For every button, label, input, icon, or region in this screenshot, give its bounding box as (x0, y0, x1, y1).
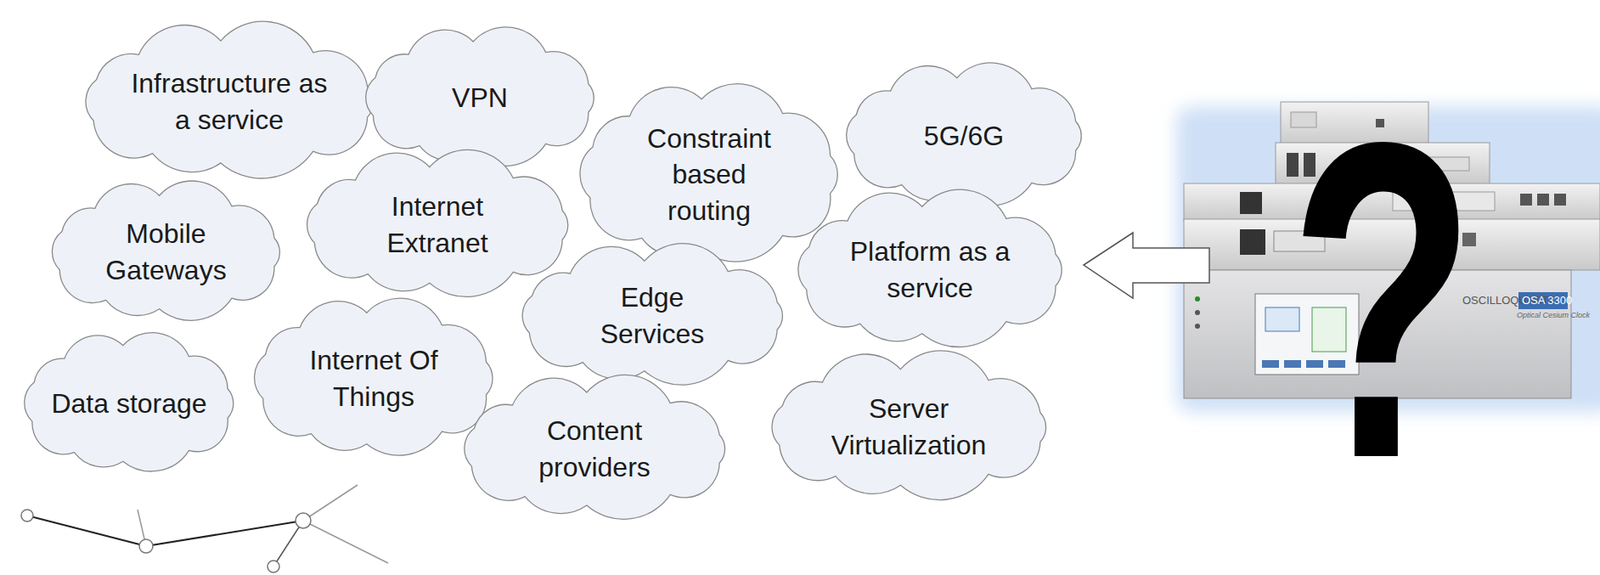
cloud-text-group: Internet Of Things (288, 342, 459, 415)
cloud-label: Infrastructure as a service (127, 65, 332, 138)
cloud-node: Edge Services (490, 239, 814, 393)
cloud-label: VPN (451, 79, 508, 117)
cloud-label: Data storage (50, 385, 207, 423)
cloud-label: Constraint based routing (636, 120, 782, 230)
cloud-outline (771, 350, 1047, 501)
cloud-outline (254, 298, 493, 456)
model-subtitle: Optical Cesium Clock (1516, 310, 1590, 320)
cloud-outline (464, 374, 726, 519)
cloud-node: Infrastructure as a service (50, 16, 408, 187)
cloud-shape (26, 173, 306, 332)
cloud-text-group: Platform as a service (836, 233, 1024, 306)
cloud-outline (366, 27, 595, 167)
cloud-outline (51, 180, 280, 321)
cloud-shape (738, 346, 1079, 508)
cloud-node: Content providers (433, 370, 756, 528)
hollow-arrow (1083, 232, 1210, 299)
cloud-text-group: Edge Services (588, 279, 716, 352)
cloud-text-group: Data storage (50, 385, 207, 423)
cloud-outline (580, 84, 838, 262)
cloud-text-group: Internet Extranet (373, 188, 502, 261)
cloud-label: Internet Of Things (288, 342, 459, 415)
cloud-text-group: VPN (451, 79, 508, 117)
cloud-text-group: 5G/6G (923, 118, 1004, 155)
cloud-label: Internet Extranet (373, 188, 502, 261)
cloud-text-group: Content providers (526, 412, 663, 485)
cloud-outline (798, 189, 1062, 347)
cloud-shape (490, 239, 814, 393)
cloud-node: Mobile Gateways (26, 173, 306, 332)
network-sketch (21, 484, 389, 573)
model-label: OSA 3300 (1521, 293, 1572, 307)
cloud-label: Edge Services (588, 279, 716, 352)
cloud-text-group: Constraint based routing (636, 120, 782, 230)
cloud-label: Server Virtualization (819, 390, 998, 463)
cloud-text-group: Mobile Gateways (94, 215, 239, 288)
cloud-node: Server Virtualization (738, 346, 1079, 508)
cloud-label: Content providers (526, 412, 663, 485)
cloud-shape (767, 181, 1093, 359)
cloud-outline (24, 332, 234, 472)
cloud-node: Data storage (1, 322, 257, 485)
cloud-outline (522, 243, 783, 385)
cloud-shape (433, 370, 756, 528)
cloud-label: Mobile Gateways (94, 215, 239, 288)
cloud-outline (85, 21, 374, 179)
cloud-text-group: Server Virtualization (819, 390, 998, 463)
cloud-shape (50, 16, 408, 187)
cloud-text-group: Infrastructure as a service (127, 65, 332, 138)
cloud-label: Platform as a service (836, 233, 1024, 306)
cloud-outline (307, 149, 569, 297)
cloud-outline (846, 62, 1082, 206)
cloud-label: 5G/6G (923, 118, 1004, 155)
cloud-node: Platform as a service (767, 181, 1093, 359)
question-mark: ? (1289, 74, 1477, 525)
